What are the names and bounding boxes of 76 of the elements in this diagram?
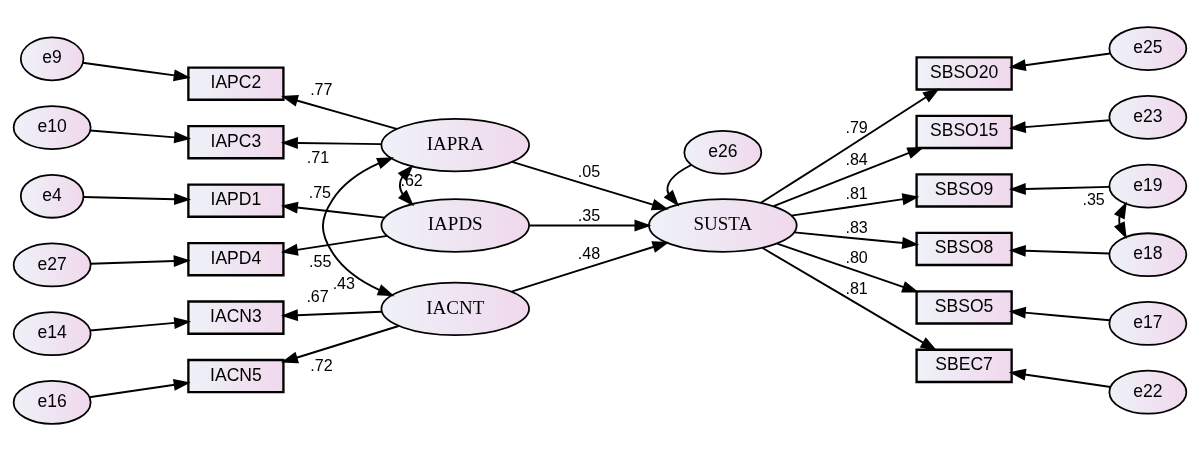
node-box: IACN3 bbox=[187, 299, 285, 335]
arrow bbox=[510, 240, 670, 293]
arrow bbox=[776, 242, 920, 293]
edge-label: .72 bbox=[310, 355, 333, 374]
arrow bbox=[663, 163, 693, 207]
node-box: SBSO9 bbox=[915, 172, 1013, 208]
arrow bbox=[281, 324, 400, 363]
node-ellipse: e10 bbox=[12, 104, 92, 150]
arrow bbox=[1008, 182, 1111, 195]
edge-label: .81 bbox=[845, 278, 868, 297]
node-ellipse: e9 bbox=[19, 35, 85, 81]
arrow bbox=[528, 219, 652, 231]
edge-label: .05 bbox=[577, 161, 601, 180]
arrow bbox=[793, 230, 920, 249]
node-box: IAPD4 bbox=[187, 241, 285, 276]
edge-label: .43 bbox=[332, 273, 356, 292]
edge-label: .67 bbox=[306, 286, 329, 305]
arrow bbox=[397, 164, 414, 206]
arrow bbox=[1008, 52, 1112, 71]
edge-label: .81 bbox=[845, 183, 868, 202]
node-box: SBEC7 bbox=[915, 348, 1013, 383]
arrow bbox=[281, 94, 398, 130]
node-ellipse: e14 bbox=[12, 310, 92, 356]
node-ellipse: e16 bbox=[12, 379, 92, 425]
node-ellipse: e27 bbox=[12, 242, 92, 287]
node-ellipse: e4 bbox=[19, 173, 85, 219]
node-box: SBSO15 bbox=[915, 114, 1013, 149]
arrow bbox=[89, 129, 192, 143]
edge-label: .79 bbox=[845, 117, 868, 136]
arrow bbox=[321, 156, 395, 296]
node-ellipse: e26 bbox=[683, 129, 763, 175]
arrow bbox=[280, 136, 382, 149]
edge-label: .83 bbox=[845, 217, 868, 236]
edge-label: .71 bbox=[306, 147, 330, 166]
node-box: IAPC2 bbox=[187, 65, 285, 101]
arrow bbox=[1008, 368, 1112, 388]
arrow bbox=[89, 316, 192, 331]
edge-label: .48 bbox=[577, 243, 601, 262]
node-ellipse: e23 bbox=[1108, 94, 1188, 140]
node-box: IACN5 bbox=[187, 358, 285, 393]
arrow bbox=[88, 378, 191, 398]
arrow bbox=[280, 308, 383, 321]
arrow bbox=[280, 201, 386, 218]
edge-label: .35 bbox=[577, 205, 601, 224]
node-ellipse: e18 bbox=[1108, 231, 1188, 277]
node-box: SBSO8 bbox=[915, 231, 1013, 266]
arrow bbox=[511, 160, 669, 210]
arrow bbox=[89, 254, 191, 267]
arrow bbox=[81, 61, 191, 81]
node-ellipse: IAPDS bbox=[380, 197, 530, 253]
arrow bbox=[790, 192, 920, 217]
arrow bbox=[1008, 118, 1111, 133]
edge-label: .80 bbox=[845, 247, 868, 266]
arrow bbox=[280, 234, 389, 256]
node-ellipse: IAPRA bbox=[380, 117, 530, 172]
node-box: IAPD1 bbox=[187, 182, 285, 218]
node-box: SBSO20 bbox=[915, 55, 1013, 91]
arrow bbox=[82, 192, 192, 205]
node-ellipse: IACNT bbox=[380, 281, 530, 336]
arrow bbox=[1113, 201, 1127, 239]
arrow bbox=[772, 146, 925, 207]
edge-label: .55 bbox=[309, 251, 332, 270]
node-ellipse: e25 bbox=[1108, 25, 1188, 71]
node-ellipse: e22 bbox=[1108, 369, 1188, 415]
arrow bbox=[1008, 244, 1111, 257]
node-ellipse: e17 bbox=[1108, 300, 1188, 346]
edge-label: .84 bbox=[845, 149, 868, 168]
node-box: IAPC3 bbox=[187, 124, 285, 159]
edge-label: .77 bbox=[310, 79, 333, 98]
arrow bbox=[761, 246, 938, 351]
node-ellipse: e19 bbox=[1108, 163, 1188, 208]
arrow bbox=[759, 87, 940, 204]
arrow bbox=[1008, 306, 1111, 321]
edge-label: .35 bbox=[1082, 189, 1105, 208]
edge-label: .75 bbox=[308, 182, 332, 201]
node-box: SBSO5 bbox=[915, 289, 1013, 325]
